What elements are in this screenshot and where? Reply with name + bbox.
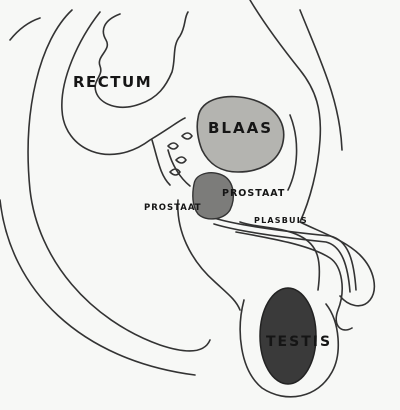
prostaat-label-right: PROSTAAT: [222, 188, 285, 199]
blaas-label: BLAAS: [208, 119, 273, 137]
seminal-vesicle-loops: [168, 133, 192, 175]
urethra-line: [214, 218, 356, 292]
prostaat-label-left: PROSTAAT: [144, 203, 202, 213]
plasbuis-label: PLASBUIS: [254, 216, 308, 225]
testis-label: TESTIS: [266, 334, 332, 350]
anal-canal: [152, 140, 190, 186]
sacrum-outline: [28, 10, 210, 351]
pubic-outline: [288, 10, 342, 190]
rectum-label: RECTUM: [73, 73, 152, 91]
rectum-wall-inner: [95, 12, 188, 107]
body-outline-back: [0, 18, 195, 375]
